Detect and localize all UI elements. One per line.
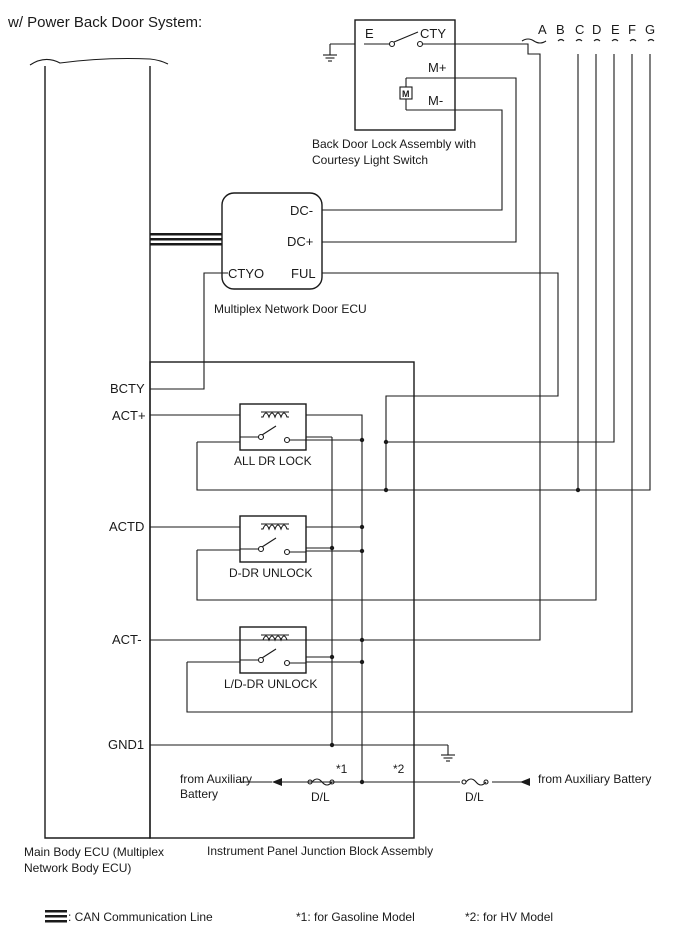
pin-dcplus-label: DC+ bbox=[287, 234, 313, 249]
main-body-ecu-caption-1: Main Body ECU (Multiplex bbox=[24, 845, 164, 859]
connector-letter-c: C bbox=[575, 22, 584, 37]
pin-ctyo-label: CTYO bbox=[228, 266, 264, 281]
relay-all-dr-lock: ALL DR LOCK bbox=[234, 403, 312, 468]
harness-break-marks bbox=[521, 38, 655, 44]
connector-letter-g: G bbox=[645, 22, 655, 37]
legend-note1: *1: for Gasoline Model bbox=[296, 910, 415, 924]
relay-d-dr-unlock: D-DR UNLOCK bbox=[229, 515, 312, 580]
ground-icon bbox=[323, 43, 355, 62]
pin-actd-label: ACTD bbox=[109, 519, 144, 534]
back-door-lock-assembly: E CTY M+ M- M Back Door Lock Assembly wi… bbox=[312, 19, 476, 167]
relay-ld-dr-unlock: L/D-DR UNLOCK bbox=[224, 626, 317, 691]
ground-icon-gnd1 bbox=[441, 754, 455, 762]
can-lines bbox=[150, 233, 222, 246]
connector-letter-f: F bbox=[628, 22, 636, 37]
pin-e-label: E bbox=[365, 26, 374, 41]
legend-can-line: : CAN Communication Line bbox=[68, 910, 213, 924]
pin-dcminus-label: DC- bbox=[290, 203, 313, 218]
note2-marker: *2 bbox=[393, 762, 405, 776]
fuse-gasoline-label: D/L bbox=[311, 790, 330, 804]
junction-dots bbox=[329, 437, 581, 785]
pin-gnd1-label: GND1 bbox=[108, 737, 144, 752]
pin-cty-label: CTY bbox=[420, 26, 446, 41]
note1-marker: *1 bbox=[336, 762, 348, 776]
connector-letter-a: A bbox=[538, 22, 547, 37]
fuse-gasoline: D/L *1 bbox=[272, 762, 348, 804]
relay-ld-dr-unlock-label: L/D-DR UNLOCK bbox=[224, 677, 317, 691]
pin-mminus-label: M- bbox=[428, 93, 443, 108]
from-aux-battery-left-1: from Auxiliary bbox=[180, 772, 252, 786]
main-body-ecu bbox=[29, 57, 169, 839]
can-line-legend-icon bbox=[45, 910, 67, 923]
connector-letter-b: B bbox=[556, 22, 565, 37]
connector-letters: A B C D E F G bbox=[538, 22, 655, 37]
multiplex-door-ecu: DC- DC+ CTYO FUL Multiplex Network Door … bbox=[214, 192, 367, 316]
pin-act-minus-label: ACT- bbox=[112, 632, 142, 647]
relay-d-dr-unlock-label: D-DR UNLOCK bbox=[229, 566, 312, 580]
wires bbox=[150, 43, 651, 783]
pin-ful-label: FUL bbox=[291, 266, 316, 281]
back-door-lock-caption-2: Courtesy Light Switch bbox=[312, 153, 428, 167]
pin-mplus-label: M+ bbox=[428, 60, 446, 75]
relay-all-dr-lock-label: ALL DR LOCK bbox=[234, 454, 312, 468]
main-ecu-pin-labels: BCTY ACT+ ACTD ACT- GND1 bbox=[108, 381, 146, 752]
from-aux-battery-left-2: Battery bbox=[180, 787, 218, 801]
main-body-ecu-caption-2: Network Body ECU) bbox=[24, 861, 131, 875]
pin-bcty-label: BCTY bbox=[110, 381, 145, 396]
connector-letter-d: D bbox=[592, 22, 601, 37]
fuse-hv-label: D/L bbox=[465, 790, 484, 804]
from-aux-battery-right: from Auxiliary Battery bbox=[538, 772, 651, 786]
legend: : CAN Communication Line *1: for Gasolin… bbox=[45, 910, 553, 924]
pin-act-plus-label: ACT+ bbox=[112, 408, 146, 423]
diagram-title: w/ Power Back Door System: bbox=[7, 14, 202, 31]
door-ecu-caption: Multiplex Network Door ECU bbox=[214, 302, 367, 316]
legend-note2: *2: for HV Model bbox=[465, 910, 553, 924]
back-door-lock-caption-1: Back Door Lock Assembly with bbox=[312, 137, 476, 151]
junction-block-caption: Instrument Panel Junction Block Assembly bbox=[207, 844, 433, 858]
motor-symbol: M bbox=[402, 89, 410, 99]
connector-letter-e: E bbox=[611, 22, 620, 37]
fuse-hv: D/L *2 bbox=[393, 762, 530, 804]
